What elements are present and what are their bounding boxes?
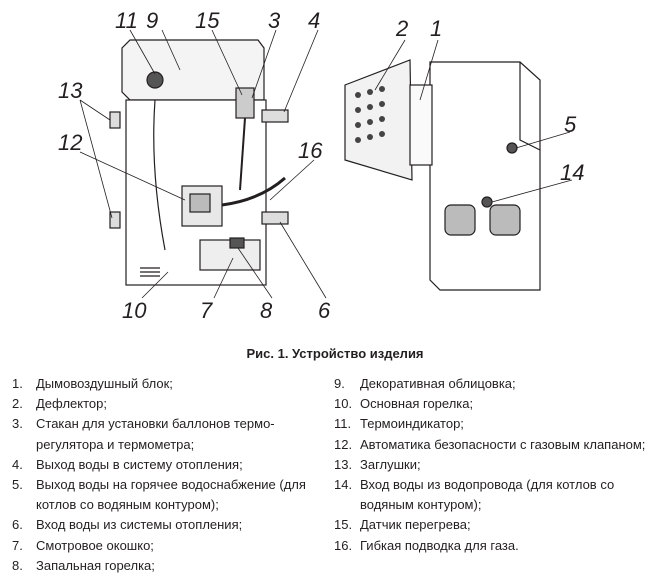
boiler-front-view bbox=[109, 39, 289, 286]
legend-item-number: 12. bbox=[334, 436, 353, 452]
boiler-drawing: 11 9 15 3 4 13 12 16 10 7 8 6 2 1 5 14 bbox=[58, 8, 584, 323]
legend-item-text: Выход воды на горячее водоснабжение (для… bbox=[36, 477, 306, 513]
callout-5: 5 bbox=[564, 112, 577, 137]
legend-item: 10. Основная горелка; bbox=[334, 394, 654, 414]
legend-item: 13. Заглушки; bbox=[334, 455, 654, 475]
legend-right-column: 9. Декоративная облицовка; 10. Основная гор… bbox=[334, 374, 654, 556]
boiler-side-view bbox=[344, 59, 541, 291]
callout-7: 7 bbox=[200, 298, 213, 323]
legend-item: 9. Декоративная облицовка; bbox=[334, 374, 654, 394]
legend-item-number: 9. bbox=[334, 376, 345, 391]
callout-4: 4 bbox=[308, 8, 320, 33]
legend-item-text: Запальная горелка; bbox=[36, 557, 155, 573]
leader-lines bbox=[79, 29, 573, 299]
legend-item-text: Вход воды из водопровода (для котлов со … bbox=[360, 477, 615, 513]
callout-16: 16 bbox=[298, 138, 323, 163]
callout-8: 8 bbox=[260, 298, 273, 323]
callout-6: 6 bbox=[318, 298, 331, 323]
callout-10: 10 bbox=[122, 298, 147, 323]
legend-item-text: Датчик перегрева; bbox=[360, 517, 471, 533]
legend-item-text: Заглушки; bbox=[360, 456, 421, 472]
legend-item-text: Стакан для установки баллонов термо-регу… bbox=[36, 416, 275, 452]
legend-item: 15. Датчик перегрева; bbox=[334, 515, 654, 535]
callout-numbers: 11 9 15 3 4 13 12 16 10 7 8 6 2 1 5 14 bbox=[58, 8, 584, 323]
callout-11: 11 bbox=[115, 8, 138, 33]
legend-item-text: Гибкая подводка для газа. bbox=[360, 537, 519, 553]
legend-item: 8. Запальная горелка; bbox=[12, 556, 312, 576]
legend-item-number: 4. bbox=[12, 456, 23, 472]
legend-item-number: 10. bbox=[334, 396, 353, 412]
legend-item-number: 2. bbox=[12, 396, 23, 412]
legend-item: 16. Гибкая подводка для газа. bbox=[334, 536, 654, 556]
legend-item-text: Дымовоздушный блок; bbox=[36, 376, 173, 391]
legend-item-text: Выход воды в систему отопления; bbox=[36, 456, 243, 472]
legend-item-text: Термоиндикатор; bbox=[360, 416, 464, 432]
legend-item-number: 15. bbox=[334, 517, 353, 533]
legend-item-number: 11. bbox=[334, 416, 352, 432]
callout-3: 3 bbox=[268, 8, 281, 33]
legend-item: 11. Термоиндикатор; bbox=[334, 414, 654, 434]
callout-9: 9 bbox=[146, 8, 158, 33]
legend-item-text: Основная горелка; bbox=[360, 396, 474, 412]
legend-item-text: Вход воды из системы отопления; bbox=[36, 517, 243, 533]
callout-2: 2 bbox=[395, 16, 408, 41]
legend-item: 6. Вход воды из системы отопления; bbox=[12, 515, 312, 535]
legend-item-text: Декоративная облицовка; bbox=[360, 376, 516, 391]
legend-item-number: 5. bbox=[12, 477, 23, 493]
legend-item-number: 1. bbox=[12, 376, 23, 391]
legend-item-number: 8. bbox=[12, 557, 23, 573]
callout-13: 13 bbox=[58, 78, 83, 103]
legend-left-column: 1. Дымовоздушный блок; 2. Дефлектор; 3. Стака… bbox=[12, 374, 312, 576]
callout-14: 14 bbox=[560, 160, 584, 185]
legend-item: 1. Дымовоздушный блок; bbox=[12, 374, 312, 394]
figure-caption: Рис. 1. Устройство изделия bbox=[246, 346, 424, 361]
legend-item-number: 3. bbox=[12, 416, 23, 432]
callout-15: 15 bbox=[195, 8, 220, 33]
legend-item: 4. Выход воды в систему отопления; bbox=[12, 455, 312, 475]
legend-item: 7. Смотровое окошко; bbox=[12, 536, 312, 556]
callout-12: 12 bbox=[58, 130, 82, 155]
legend-item-number: 13. bbox=[334, 456, 353, 472]
legend-item-number: 6. bbox=[12, 517, 23, 533]
legend-item-number: 7. bbox=[12, 537, 23, 553]
legend-item: 14. Вход воды из водопровода (для котлов … bbox=[334, 475, 654, 515]
legend-item-text: Смотровое окошко; bbox=[36, 537, 154, 553]
legend-item-text: Дефлектор; bbox=[36, 396, 107, 412]
legend-item: 12. Автоматика безопасности с газовым кла… bbox=[334, 435, 654, 455]
legend-item-number: 16. bbox=[334, 537, 353, 553]
legend-item-number: 14. bbox=[334, 477, 353, 493]
legend-item: 2. Дефлектор; bbox=[12, 394, 312, 414]
legend-item: 3. Стакан для установки баллонов термо-ре… bbox=[12, 414, 312, 454]
legend-item: 5. Выход воды на горячее водоснабжение (д… bbox=[12, 475, 312, 515]
legend-item-text: Автоматика безопасности с газовым клапан… bbox=[360, 436, 646, 452]
callout-1: 1 bbox=[430, 16, 442, 41]
